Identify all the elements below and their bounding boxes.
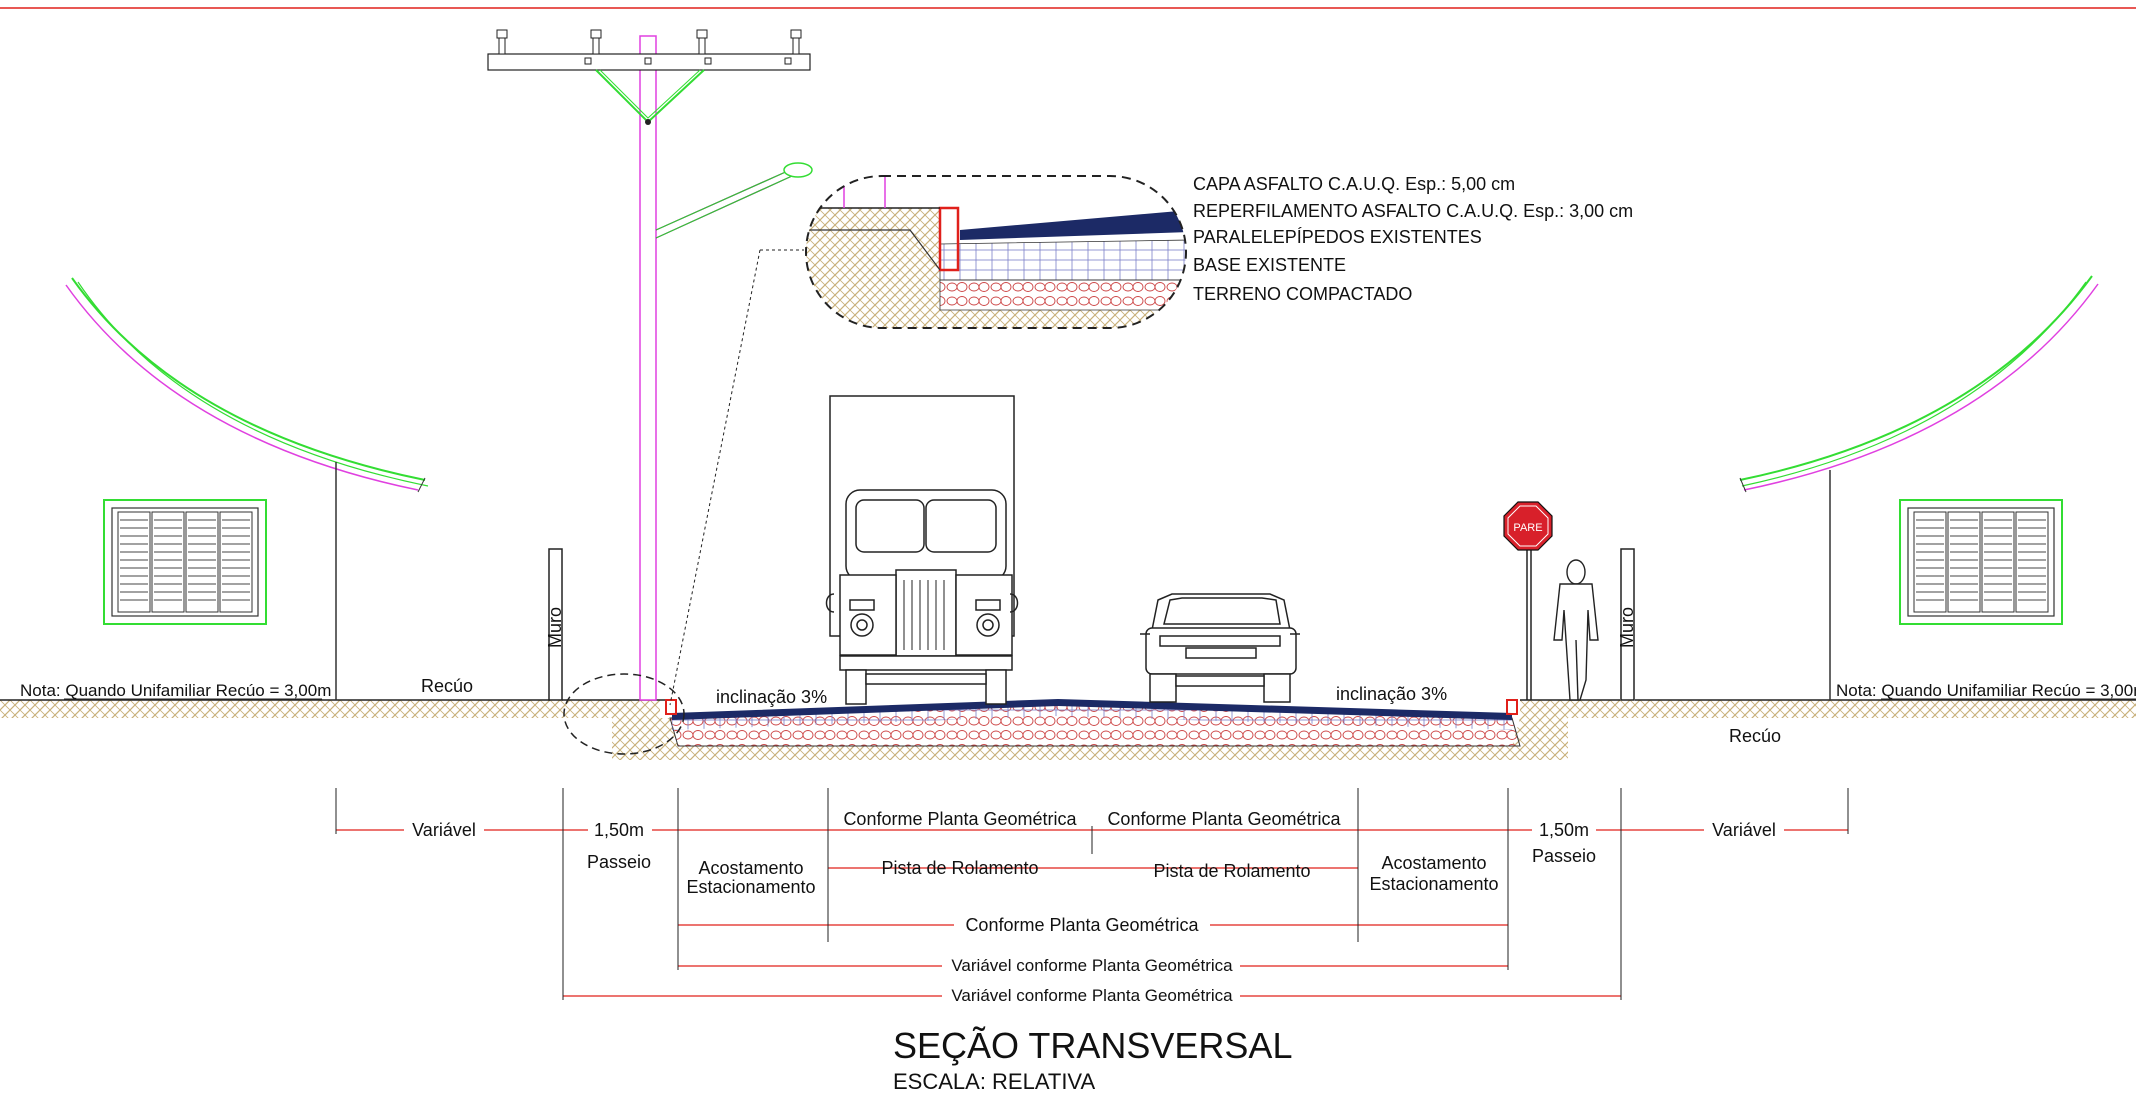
pedestrian xyxy=(1553,559,1599,701)
detail-callout xyxy=(563,175,1187,755)
right-window xyxy=(1899,499,2063,625)
stop-sign-label: PARE xyxy=(1513,522,1542,534)
layer-3-label: PARALELEPÍPEDOS EXISTENTES xyxy=(1193,227,1482,247)
inclinacao-right-label: inclinação 3% xyxy=(1336,684,1447,704)
road-section xyxy=(665,699,1521,747)
layer-5-label: TERRENO COMPACTADO xyxy=(1193,284,1412,304)
layer-legend: CAPA ASFALTO C.A.U.Q. Esp.: 5,00 cm REPE… xyxy=(1193,174,1633,304)
dim-conforme-total: Conforme Planta Geométrica xyxy=(965,915,1199,935)
right-house xyxy=(1739,275,2099,700)
layer-4-label: BASE EXISTENTE xyxy=(1193,255,1346,275)
left-wall: Muro xyxy=(545,548,565,701)
right-wall: Muro xyxy=(1617,548,1637,701)
dim-variavel-conforme-1: Variável conforme Planta Geométrica xyxy=(951,956,1233,975)
dim-variavel-right: Variável xyxy=(1712,820,1776,840)
note-left: Nota: Quando Unifamiliar Recúo = 3,00m xyxy=(20,681,331,700)
drawing-title-block: SEÇÃO TRANSVERSAL ESCALA: RELATIVA xyxy=(893,1025,1292,1094)
dim-passeio-left: Passeio xyxy=(587,852,651,872)
stop-sign: PARE xyxy=(1503,501,1553,700)
dim-acostamento-left-2: Estacionamento xyxy=(686,877,815,897)
dim-passeio-width-right: 1,50m xyxy=(1539,820,1589,840)
dim-conforme-right: Conforme Planta Geométrica xyxy=(1107,809,1341,829)
dim-pista-right: Pista de Rolamento xyxy=(1153,861,1310,881)
drawing-title: SEÇÃO TRANSVERSAL xyxy=(893,1025,1292,1066)
dim-variavel-conforme-2: Variável conforme Planta Geométrica xyxy=(951,986,1233,1005)
dim-acostamento-right-2: Estacionamento xyxy=(1369,874,1498,894)
recuo-left-label: Recúo xyxy=(421,676,473,696)
drawing-scale: ESCALA: RELATIVA xyxy=(893,1069,1095,1094)
dim-pista-left: Pista de Rolamento xyxy=(881,858,1038,878)
utility-pole xyxy=(487,29,813,701)
dim-acostamento-left-1: Acostamento xyxy=(698,858,803,878)
ground xyxy=(0,699,2136,760)
layer-1-label: CAPA ASFALTO C.A.U.Q. Esp.: 5,00 cm xyxy=(1193,174,1515,194)
car xyxy=(1140,593,1300,703)
site-annotations: Nota: Quando Unifamiliar Recúo = 3,00m N… xyxy=(20,676,2136,746)
left-window xyxy=(103,499,267,625)
inclinacao-left-label: inclinação 3% xyxy=(716,687,827,707)
dim-conforme-left: Conforme Planta Geométrica xyxy=(843,809,1077,829)
dim-acostamento-right-1: Acostamento xyxy=(1381,853,1486,873)
dim-passeio-width-left: 1,50m xyxy=(594,820,644,840)
note-right: Nota: Quando Unifamiliar Recúo = 3,00m xyxy=(1836,681,2136,700)
muro-left-label: Muro xyxy=(545,607,565,648)
truck xyxy=(825,395,1019,705)
left-house xyxy=(65,277,429,700)
layer-2-label: REPERFILAMENTO ASFALTO C.A.U.Q. Esp.: 3,… xyxy=(1193,201,1633,221)
recuo-right-label: Recúo xyxy=(1729,726,1781,746)
dim-variavel-left: Variável xyxy=(412,820,476,840)
muro-right-label: Muro xyxy=(1617,607,1637,648)
dimension-labels: Variável 1,50m Passeio Acostamento Estac… xyxy=(404,806,1784,1005)
dim-passeio-right: Passeio xyxy=(1532,846,1596,866)
